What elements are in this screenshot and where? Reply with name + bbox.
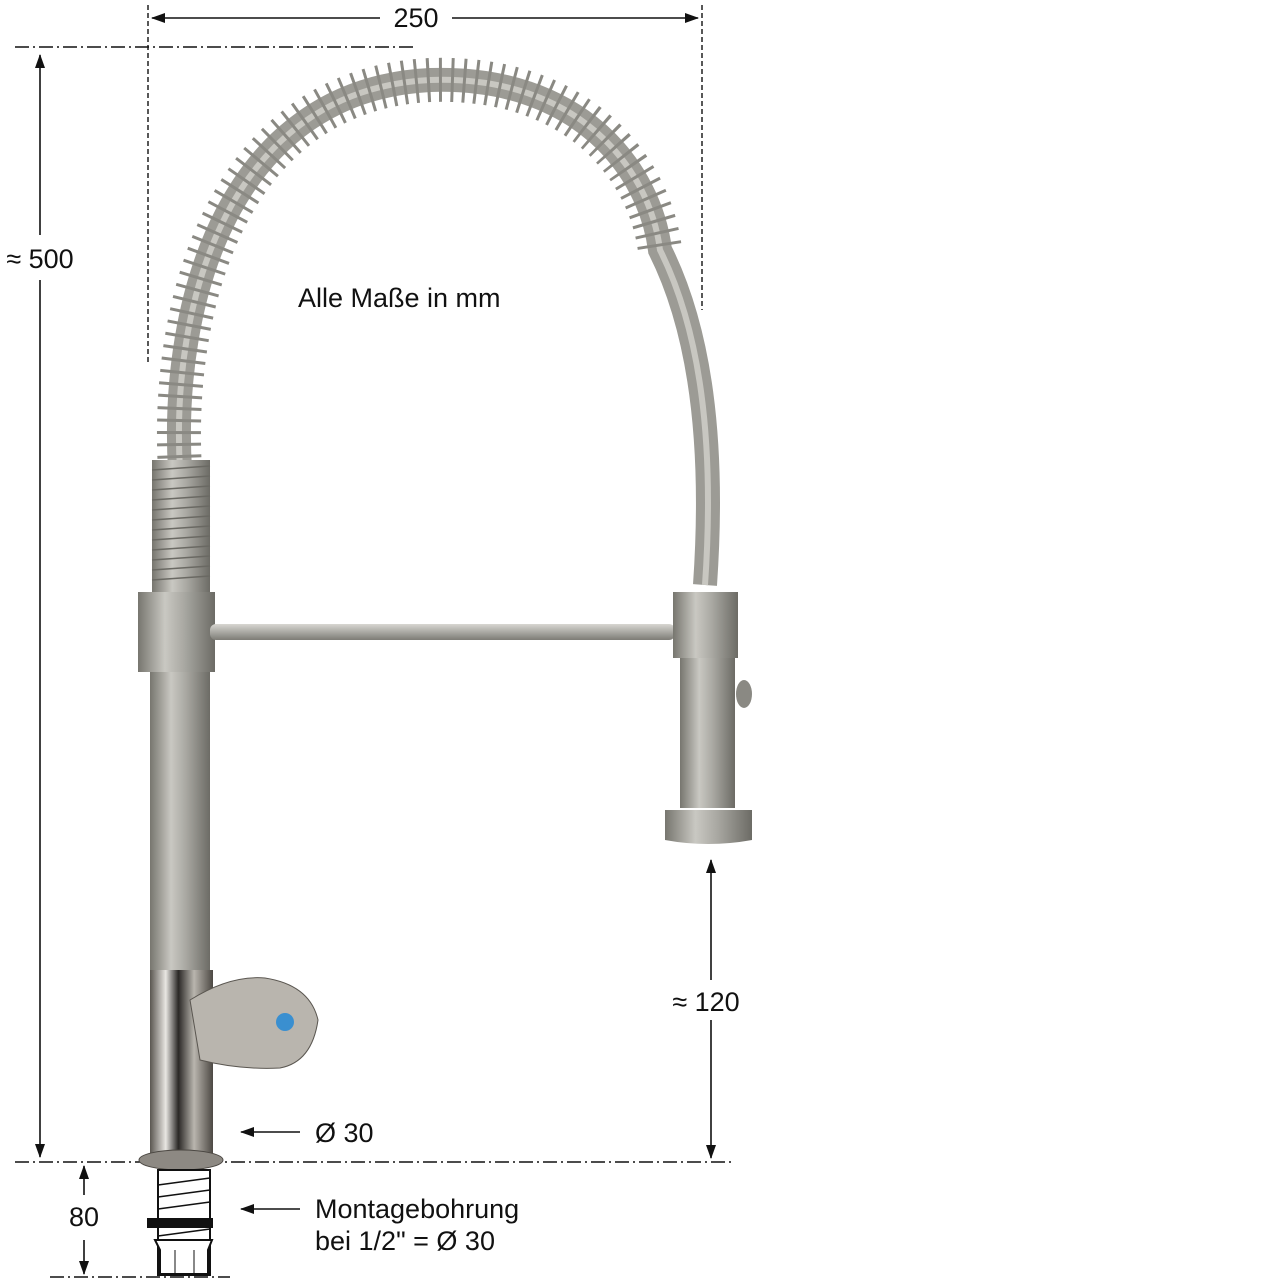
dimension-lines: [15, 5, 735, 1278]
faucet-illustration: [138, 57, 752, 1276]
width-label: 250: [393, 3, 438, 33]
height-label: ≈ 500: [6, 244, 73, 274]
units-note: Alle Maße in mm: [298, 283, 501, 313]
hex-nut: [153, 1239, 214, 1275]
support-bar: [210, 624, 675, 640]
spout-height-label: ≈ 120: [672, 987, 739, 1017]
base-flange: [138, 1149, 224, 1171]
thread-length-label: 80: [69, 1202, 99, 1232]
spray-head: [680, 658, 735, 808]
mounting-label-line1: Montagebohrung: [315, 1194, 519, 1224]
washer: [147, 1218, 213, 1228]
diameter-label: Ø 30: [315, 1118, 374, 1148]
column-collar: [138, 592, 215, 672]
spray-collar: [673, 592, 738, 658]
spray-hose: [166, 67, 720, 586]
handle-dot-icon: [276, 1013, 294, 1031]
spray-nozzle: [665, 810, 752, 844]
spray-button: [736, 680, 752, 708]
valve-handle: [189, 977, 319, 1069]
mounting-label-line2: bei 1/2" = Ø 30: [315, 1226, 495, 1256]
faucet-column: [150, 670, 210, 970]
